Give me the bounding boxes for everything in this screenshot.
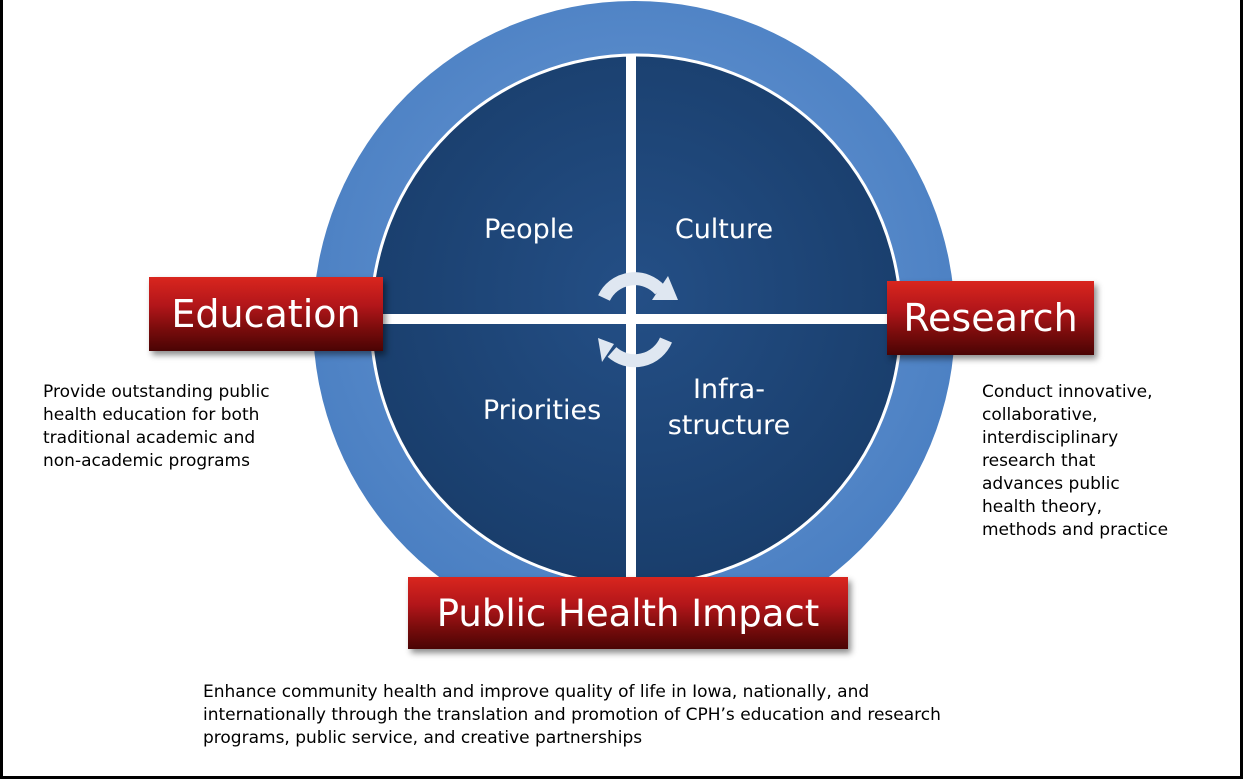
quadrant-infrastructure: Infra-structure [668,374,791,441]
circular-arrows-icon [598,272,678,368]
divider-vertical [626,55,636,585]
banner-public-health-impact: Public Health Impact [408,577,848,649]
divider-horizontal [371,314,901,324]
education-description: Provide outstanding public health educat… [43,382,270,471]
quadrant-people: People [484,214,574,245]
banner-research: Research [887,281,1094,355]
quadrant-priorities: Priorities [483,395,601,426]
quadrant-infrastructure-line: Infra- [693,374,765,405]
quadrant-group [371,55,901,585]
quadrant-infrastructure-line: structure [668,410,791,441]
banner-education: Education [149,277,383,351]
quadrant-culture: Culture [675,214,773,245]
impact-description: Enhance community health and improve qua… [203,682,941,748]
research-description: Conduct innovative, collaborative, inter… [982,382,1169,540]
